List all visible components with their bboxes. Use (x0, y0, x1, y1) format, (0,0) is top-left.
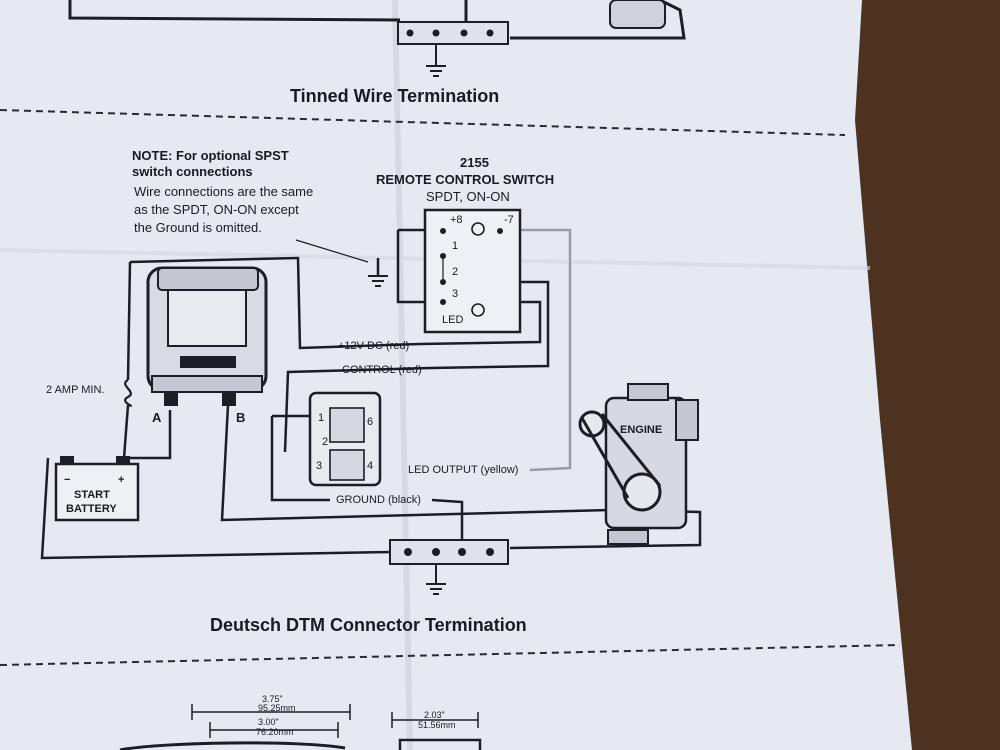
dim-2-mm: 76.20mm (256, 727, 294, 737)
top-diagram-wires (68, 0, 686, 40)
start-battery (54, 456, 140, 522)
switch-pin-2: 2 (452, 266, 459, 278)
tinned-wire-title: Tinned Wire Termination (290, 86, 500, 106)
switch-plus-terminal: +8 (450, 214, 463, 226)
dim-2-inches: 3.00" (258, 717, 279, 727)
note-title-line2: switch connections (132, 164, 253, 179)
fuse-symbol (124, 379, 132, 407)
led-top-icon (471, 222, 485, 236)
switch-minus-terminal: -7 (504, 214, 514, 226)
power-wire-label: +12V DC (red) (338, 340, 410, 352)
switch-name: REMOTE CONTROL SWITCH (376, 172, 555, 187)
connector-pin-3: 3 (316, 460, 323, 472)
paper (0, 0, 912, 750)
note-pointer (295, 239, 369, 263)
relay-terminal-a: A (152, 410, 162, 425)
control-wire-label: CONTROL (red) (342, 364, 422, 376)
engine-graphic (578, 383, 699, 545)
dim-3-mm: 51.56mm (418, 720, 456, 730)
led-output-wire-label: LED OUTPUT (yellow) (408, 464, 519, 476)
battery-minus: − (64, 474, 71, 486)
switch-terminals (440, 228, 503, 305)
separator-line (0, 109, 846, 136)
engine-label: ENGINE (620, 424, 663, 436)
switch-type: SPDT, ON-ON (426, 189, 510, 204)
note-body-line3: the Ground is omitted. (134, 220, 262, 235)
connector-pin-1: 1 (318, 412, 325, 424)
dtm-connector (308, 391, 382, 487)
note-title-line1: NOTE: For optional SPST (132, 148, 289, 163)
connector-pin-2: 2 (322, 436, 329, 448)
fuse-label: 2 AMP MIN. (46, 384, 105, 396)
ground-bus-bar (389, 539, 509, 595)
connector-pin-4: 4 (367, 460, 374, 472)
note-body-line1: Wire connections are the same (134, 184, 314, 199)
battery-label-line2: BATTERY (66, 503, 117, 515)
dim-1-mm: 95.25mm (258, 703, 296, 713)
top-ground-bus (397, 21, 509, 77)
separator-line (0, 644, 901, 666)
battery-plus: + (118, 474, 125, 486)
note-body-line2: as the SPDT, ON-ON except (134, 202, 299, 217)
switch-model: 2155 (460, 155, 489, 170)
relay-terminal-b: B (236, 410, 246, 425)
switch-pin-1: 1 (452, 240, 459, 252)
switch-pin-3: 3 (452, 288, 459, 300)
battery-relay (146, 266, 268, 406)
led-output-wire (520, 228, 572, 472)
switch-led-label: LED (442, 314, 464, 326)
battery-label-line1: START (74, 489, 110, 501)
dim-1-inches: 3.75" (262, 694, 283, 704)
deutsch-title: Deutsch DTM Connector Termination (210, 615, 527, 635)
dim-3-inches: 2.03" (424, 710, 445, 720)
connector-pin-6: 6 (367, 416, 374, 428)
ground-wire-label: GROUND (black) (336, 494, 421, 506)
note-ground-symbol (368, 275, 388, 287)
led-bottom-icon (471, 303, 485, 317)
top-engine-partial (609, 0, 666, 29)
dimension-drawings (119, 704, 482, 750)
